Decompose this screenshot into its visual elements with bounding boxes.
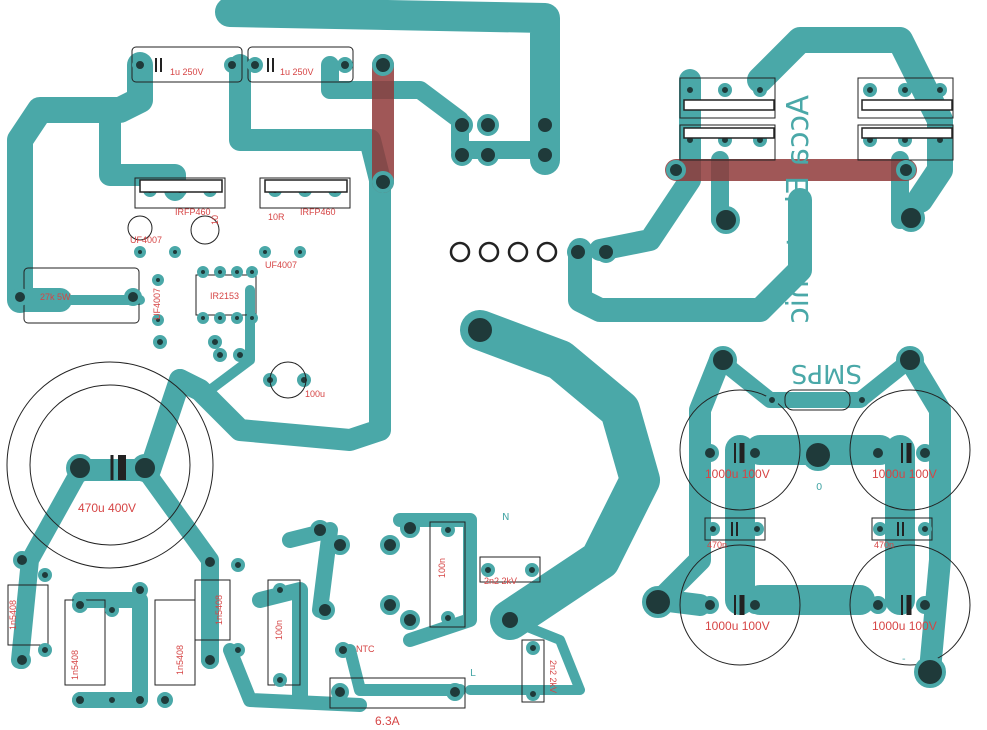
cap-top1-label: 1u 250V bbox=[170, 67, 204, 77]
ic-label: IR2153 bbox=[210, 291, 239, 301]
plus-top: + bbox=[674, 574, 682, 585]
diode-uf1-label: UF4007 bbox=[130, 235, 162, 245]
cap-2n2-b-label: 2n2 2kV bbox=[548, 660, 558, 693]
cap-top2-label: 1u 250V bbox=[280, 67, 314, 77]
small-outlines bbox=[127, 215, 307, 399]
diode-d1-label: 1n5408 bbox=[8, 600, 18, 630]
r-10-label: 10 bbox=[210, 215, 220, 225]
cap-100n-a-label: 100n bbox=[274, 620, 284, 640]
r-10r-label: 10R bbox=[268, 212, 285, 222]
minus-bot: - bbox=[902, 654, 906, 665]
cap-1000u-tr-label: 1000u 100V bbox=[872, 467, 937, 481]
res-27k-label: 27k 5W bbox=[40, 292, 71, 302]
n-label: N bbox=[502, 512, 509, 523]
zero-label: 0 bbox=[816, 482, 822, 493]
diode-d3-label: 1n5408 bbox=[175, 645, 185, 675]
output-cap-outlines bbox=[679, 389, 971, 666]
empty-pads bbox=[449, 241, 558, 263]
cap-100u-label: 100u bbox=[305, 389, 325, 399]
cap-470n-l-label: 470n bbox=[707, 540, 727, 550]
smps-title: SMPS bbox=[791, 358, 862, 388]
cap-1000u-tl-label: 1000u 100V bbox=[705, 467, 770, 481]
cap-470n-r-label: 470n bbox=[874, 540, 894, 550]
cap-100n-b-label: 100n bbox=[437, 558, 447, 578]
pe-label: PE bbox=[538, 600, 550, 611]
jumper-wires bbox=[372, 54, 917, 193]
mosfet-bodies bbox=[139, 99, 953, 193]
diode-uf2-label: UF4007 bbox=[265, 260, 297, 270]
mosfet1-label: IRFP460 bbox=[175, 207, 211, 217]
cap-symbols bbox=[110, 58, 912, 615]
ntc-label: NTC bbox=[356, 644, 375, 654]
diode-uf3-label: UF4007 bbox=[152, 288, 162, 320]
brand-title: Acca Electronic bbox=[781, 95, 816, 324]
cap-1000u-br-label: 1000u 100V bbox=[872, 619, 937, 633]
diode-d2-label: 1n5408 bbox=[70, 650, 80, 680]
mosfet2-label: IRFP460 bbox=[300, 207, 336, 217]
cap-2n2-a-label: 2n2 2kV bbox=[484, 576, 517, 586]
cap-main-label: 470u 400V bbox=[78, 501, 136, 515]
pads bbox=[11, 54, 947, 708]
l-label: L bbox=[470, 668, 476, 679]
fuse-label: 6.3A bbox=[375, 714, 400, 728]
diode-d4-label: 1n5408 bbox=[214, 595, 224, 625]
cap-1000u-bl-label: 1000u 100V bbox=[705, 619, 770, 633]
main-cap-outline bbox=[6, 361, 214, 569]
